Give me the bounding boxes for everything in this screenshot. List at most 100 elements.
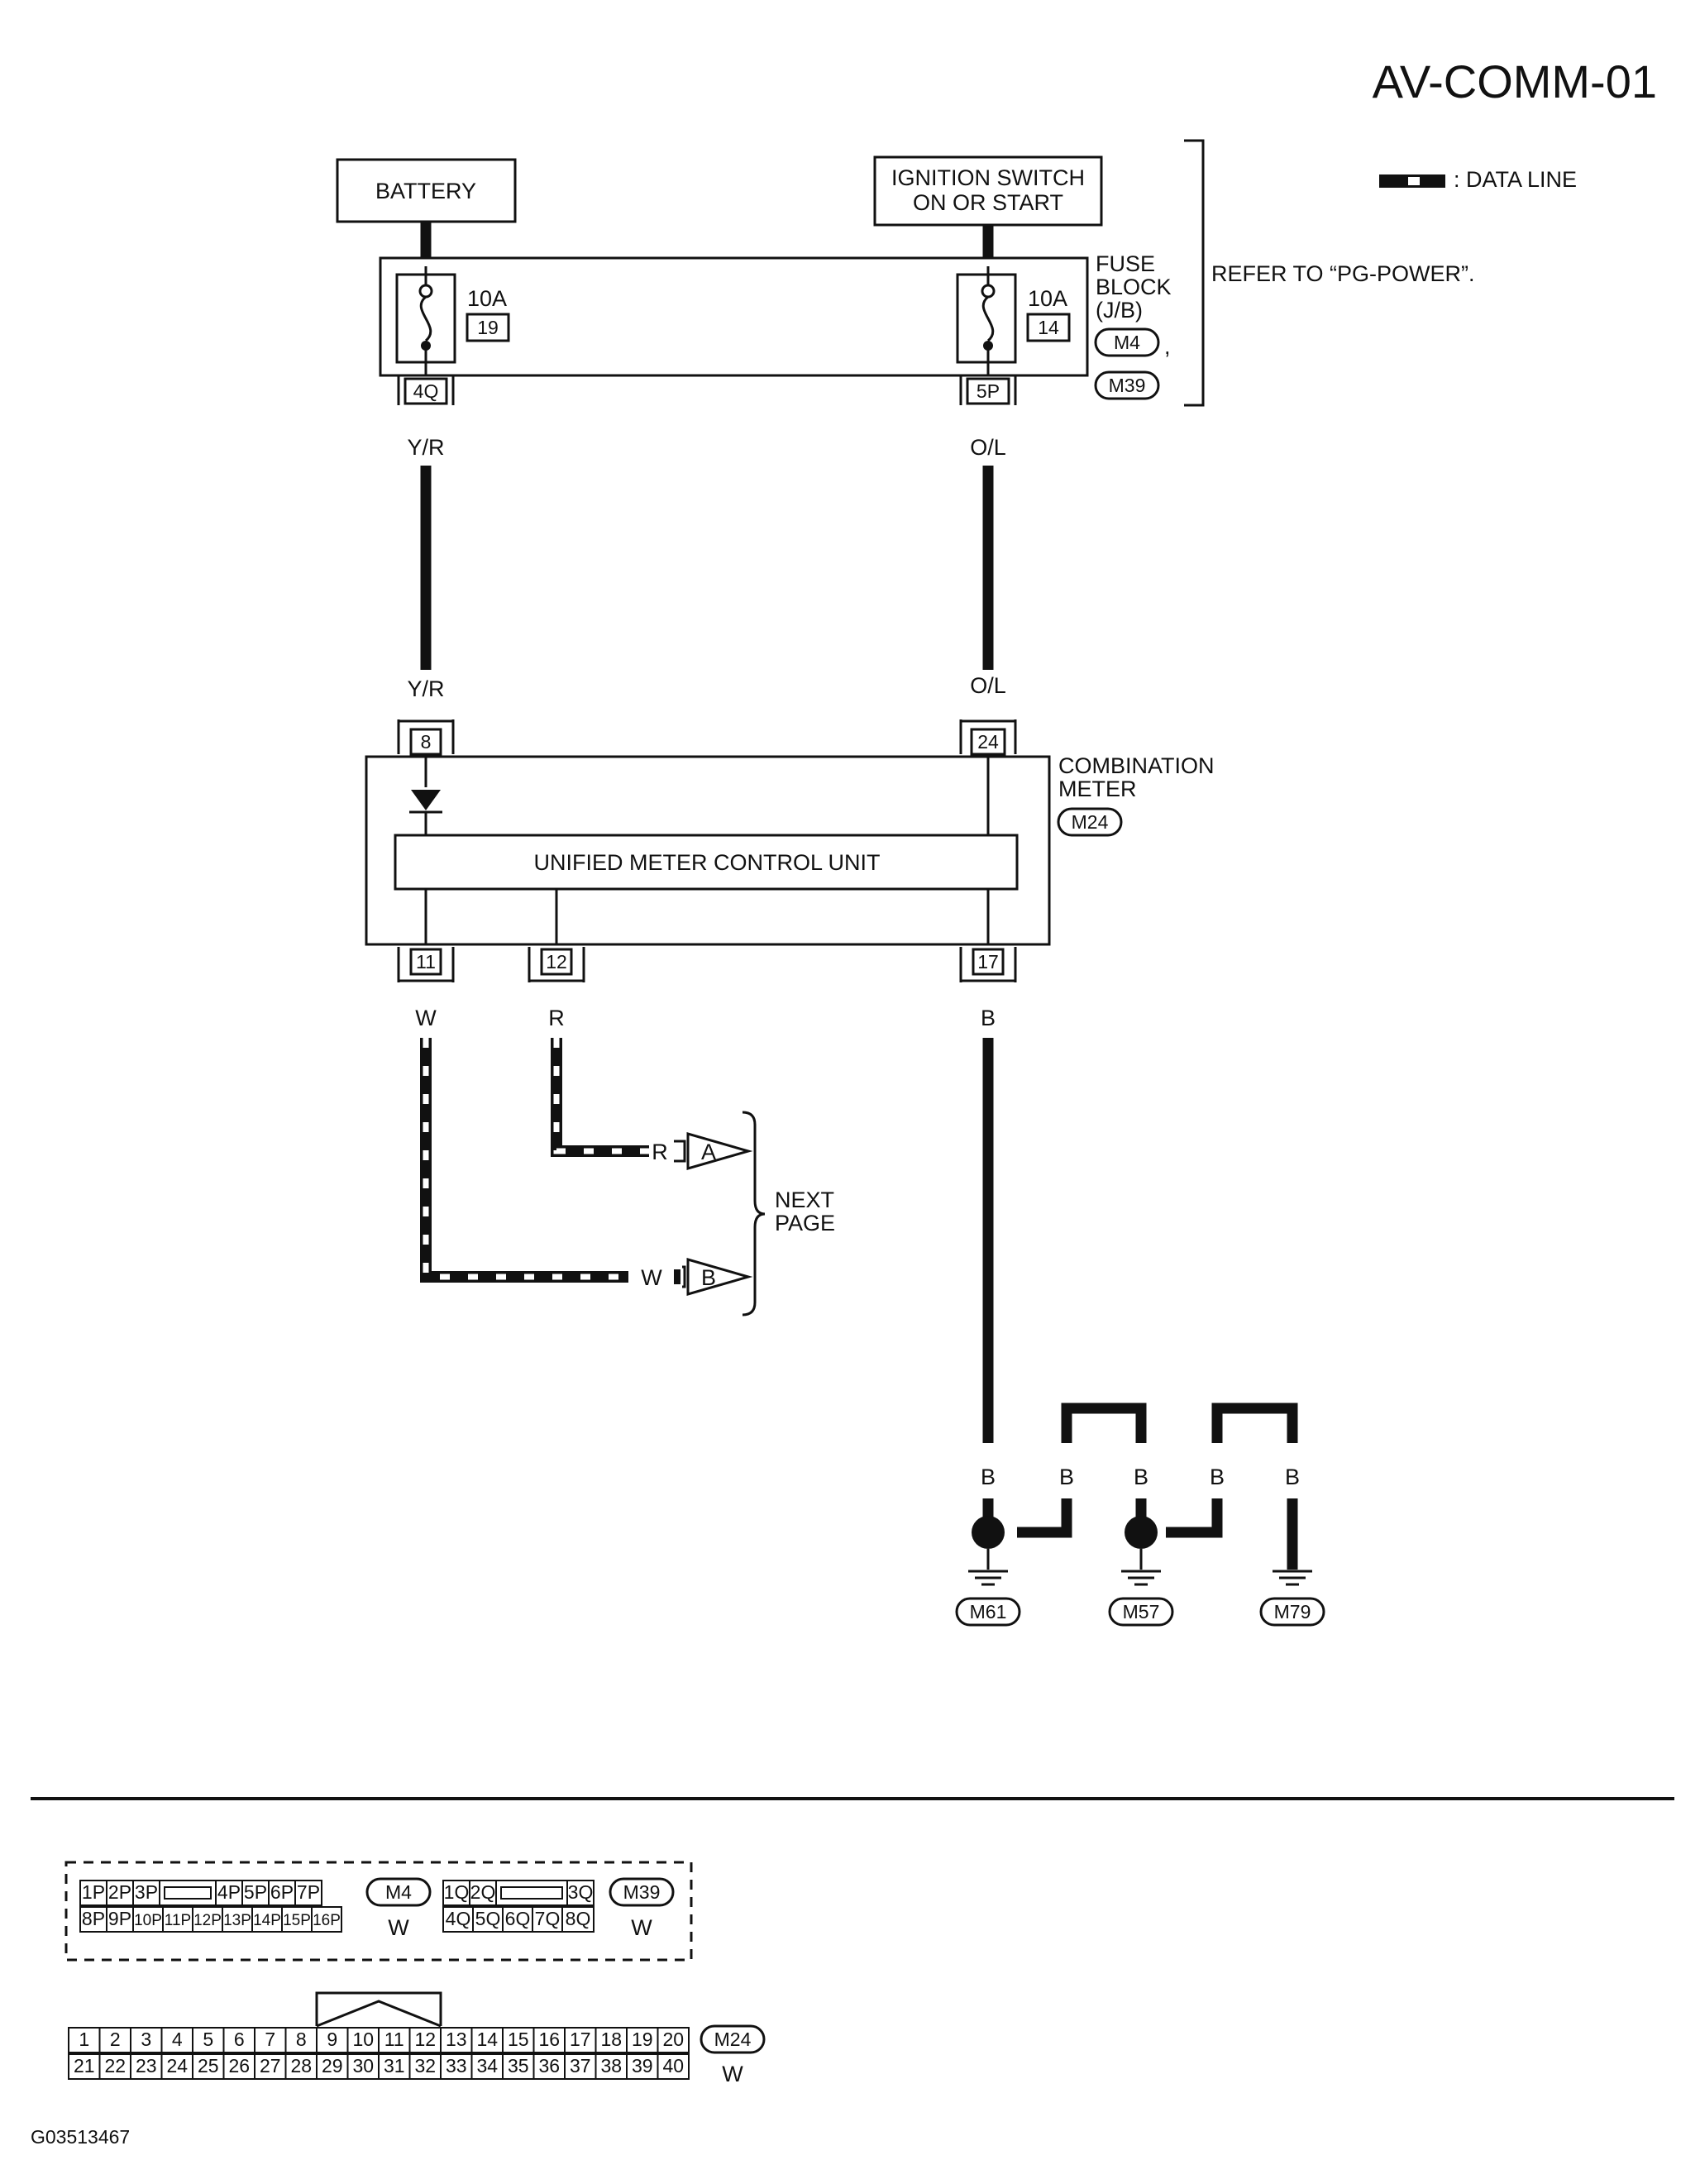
connector-cavity (98, 2053, 131, 2080)
connector-cavity (79, 1906, 107, 1933)
next-page-bracket (742, 1111, 766, 1317)
fuse-14-number: 14 (1038, 317, 1059, 338)
connector-pin-label: 9P (108, 1908, 131, 1929)
fuse-19-rating: 10A (467, 286, 507, 311)
fuse-19-number: 19 (477, 317, 499, 338)
connector-cavity (241, 1880, 270, 1906)
battery-label: BATTERY (375, 179, 476, 203)
connector-m39-tag: M39 (1094, 370, 1160, 400)
next-page-label-1: NEXT (775, 1188, 834, 1212)
wire-label-yr-top: Y/R (407, 435, 444, 460)
connector-pin-label: 1P (82, 1881, 105, 1903)
connector-pin-label: 1 (79, 2029, 89, 2050)
terminal-24: 24 (959, 719, 1017, 756)
connector-cavity (68, 2027, 101, 2053)
fuse-block-label-1: FUSE (1096, 251, 1155, 276)
connector-cavity (564, 2053, 597, 2080)
connector-pin-label: 8P (82, 1908, 105, 1929)
connector-pin-label: 25 (198, 2055, 219, 2076)
ground-wire-label-3: B (1134, 1465, 1148, 1489)
terminal-17: 17 (959, 947, 1017, 982)
connector-pin-label: 12P (193, 1912, 222, 1929)
connector-pin-label: 3P (135, 1881, 158, 1903)
connector-pin-label: 8Q (566, 1908, 591, 1929)
ground-tag-m61-text: M61 (970, 1601, 1007, 1622)
connector-pin-label: 22 (104, 2055, 126, 2076)
ground-tag-m57: M57 (1108, 1597, 1174, 1627)
next-page-label-2: PAGE (775, 1211, 835, 1235)
connector-pin-label: 32 (414, 2055, 436, 2076)
ground-symbol-m61 (968, 1570, 1008, 1586)
terminal-24-label: 24 (977, 731, 999, 753)
connector-view-frame (64, 1861, 693, 1962)
connector-cavity (294, 1880, 322, 1906)
connector-cavity (472, 1906, 504, 1933)
connector-cavity (284, 2027, 318, 2053)
connector-cavity (106, 1906, 134, 1933)
connector-pin-label: 6P (270, 1881, 294, 1903)
fuse-block-label-3: (J/B) (1096, 298, 1143, 323)
diagram-code: G03513467 (31, 2126, 130, 2148)
connector-m4-tag-text: M4 (1114, 332, 1140, 353)
connector-separator: , (1164, 334, 1171, 359)
connector-pin-label: 37 (570, 2055, 591, 2076)
connector-cavity (192, 2027, 225, 2053)
connector-m39-view-tag: M39 (609, 1877, 675, 1907)
connector-pin-label: 6Q (505, 1908, 531, 1929)
connector-m4-tag: M4 (1094, 327, 1160, 357)
connector-pin-label: 4P (217, 1881, 241, 1903)
connector-cavity (440, 2027, 473, 2053)
connector-m24-view-id: M24 (714, 2029, 752, 2050)
connector-cavity (222, 2027, 255, 2053)
connector-m24-tag: M24 (1057, 807, 1123, 837)
connector-m4-color: W (388, 1915, 409, 1940)
unified-meter-control-unit (394, 834, 1019, 891)
terminal-4q: 4Q (397, 376, 455, 405)
connector-pin-label: 40 (662, 2055, 684, 2076)
connector-pin-label: 2 (110, 2029, 121, 2050)
connector-pin-label: 36 (538, 2055, 560, 2076)
connector-pin-label: 16 (538, 2029, 560, 2050)
terminal-4q-label: 4Q (413, 380, 439, 402)
connector-key (164, 1886, 212, 1900)
ground-wire-label-1: B (981, 1465, 996, 1489)
legend-label: : DATA LINE (1454, 167, 1577, 192)
connector-pin-label: 10P (134, 1912, 162, 1929)
connector-cavity (502, 2027, 535, 2053)
connector-pin-label: 12 (414, 2029, 436, 2050)
wire-end-w-label: W (641, 1265, 662, 1290)
ground-symbol-m79 (1273, 1570, 1312, 1586)
connector-cavity (222, 1906, 253, 1933)
connector-pin-label: 5 (203, 2029, 213, 2050)
page-title: AV-COMM-01 (1373, 55, 1657, 108)
battery-box: BATTERY (336, 158, 517, 223)
connector-pin-label: 39 (632, 2055, 653, 2076)
arrow-a-label: A (701, 1140, 716, 1164)
connector-pin-label: 33 (446, 2055, 467, 2076)
connector-pin-label: 4Q (446, 1908, 471, 1929)
ground-node-m57 (1125, 1516, 1158, 1549)
ignition-label-1: IGNITION SWITCH (891, 165, 1085, 190)
connector-pin-label: 28 (290, 2055, 312, 2076)
connector-pin-label: 15 (508, 2029, 529, 2050)
terminal-11: 11 (397, 947, 455, 982)
connector-cavity (561, 1906, 595, 1933)
connector-m24-tag-text: M24 (1072, 811, 1109, 833)
connector-m4-view-id: M4 (385, 1881, 412, 1903)
connector-m24-view-tag: M24 (700, 2024, 766, 2054)
ground-tag-m79: M79 (1259, 1597, 1325, 1627)
connector-pin-label: 13P (223, 1912, 251, 1929)
data-line-legend: : DATA LINE (1379, 167, 1577, 192)
connector-pin-label: 16P (313, 1912, 341, 1929)
terminal-12: 12 (528, 947, 585, 982)
connector-key (500, 1886, 563, 1900)
connector-pin-label: 9 (327, 2029, 337, 2050)
connector-pin-label: 5P (244, 1881, 267, 1903)
meter-label-2: METER (1058, 777, 1137, 801)
connector-cavity (626, 2027, 659, 2053)
combination-meter: UNIFIED METER CONTROL UNIT (365, 755, 1051, 946)
ground-loop-1 (1061, 1403, 1147, 1443)
connector-m39-view-id: M39 (623, 1881, 661, 1903)
refer-note: REFER TO “PG-POWER”. (1211, 261, 1475, 286)
